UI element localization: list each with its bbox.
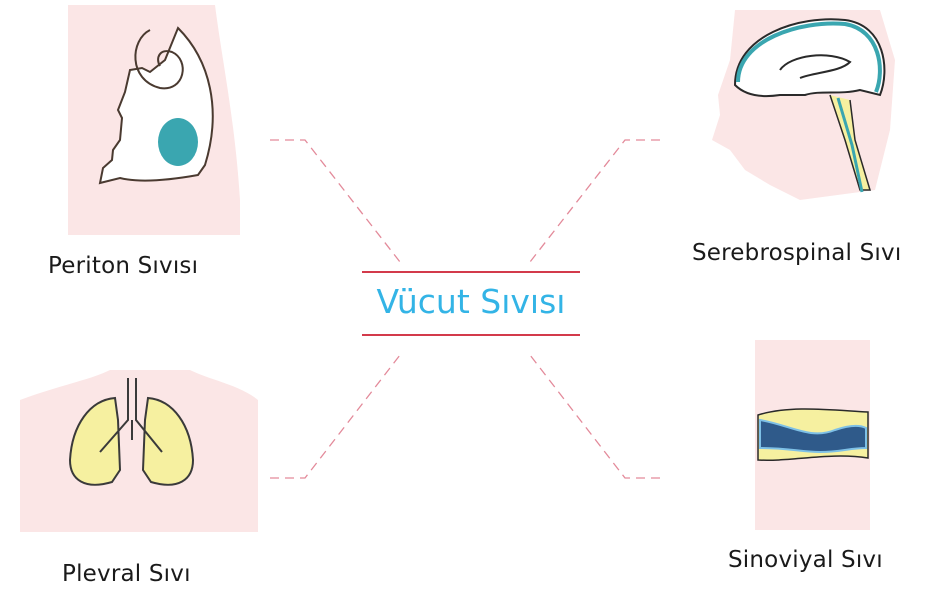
peritoneal-fluid xyxy=(158,118,198,166)
title-rule-top xyxy=(362,271,580,273)
label-sinoviyal: Sinoviyal Sıvı xyxy=(728,547,883,573)
serebrospinal-illustration xyxy=(712,10,895,200)
connector-sinoviyal xyxy=(529,354,660,479)
connector-periton xyxy=(270,139,401,263)
connector-serebrospinal xyxy=(529,139,660,263)
synovial-fluid xyxy=(759,418,867,454)
connectors xyxy=(270,139,660,479)
connector-plevral xyxy=(270,354,401,479)
right-lung xyxy=(141,396,195,486)
trachea xyxy=(99,378,163,453)
label-periton: Periton Sıvısı xyxy=(48,253,199,279)
diagram-title: Vücut Sıvısı xyxy=(376,282,566,321)
chest-skin xyxy=(20,370,258,532)
label-serebrospinal: Serebrospinal Sıvı xyxy=(692,240,902,266)
left-lung xyxy=(68,396,122,486)
brain-fold xyxy=(779,54,852,79)
csf-layer xyxy=(736,21,882,93)
periton-illustration xyxy=(68,5,240,235)
spinal-csf xyxy=(836,97,864,193)
plevral-illustration xyxy=(20,370,258,532)
sinoviyal-illustration xyxy=(755,340,870,530)
title-rule-bottom xyxy=(362,334,580,336)
intestine-loop xyxy=(134,29,184,90)
label-plevral: Plevral Sıvı xyxy=(62,561,191,587)
